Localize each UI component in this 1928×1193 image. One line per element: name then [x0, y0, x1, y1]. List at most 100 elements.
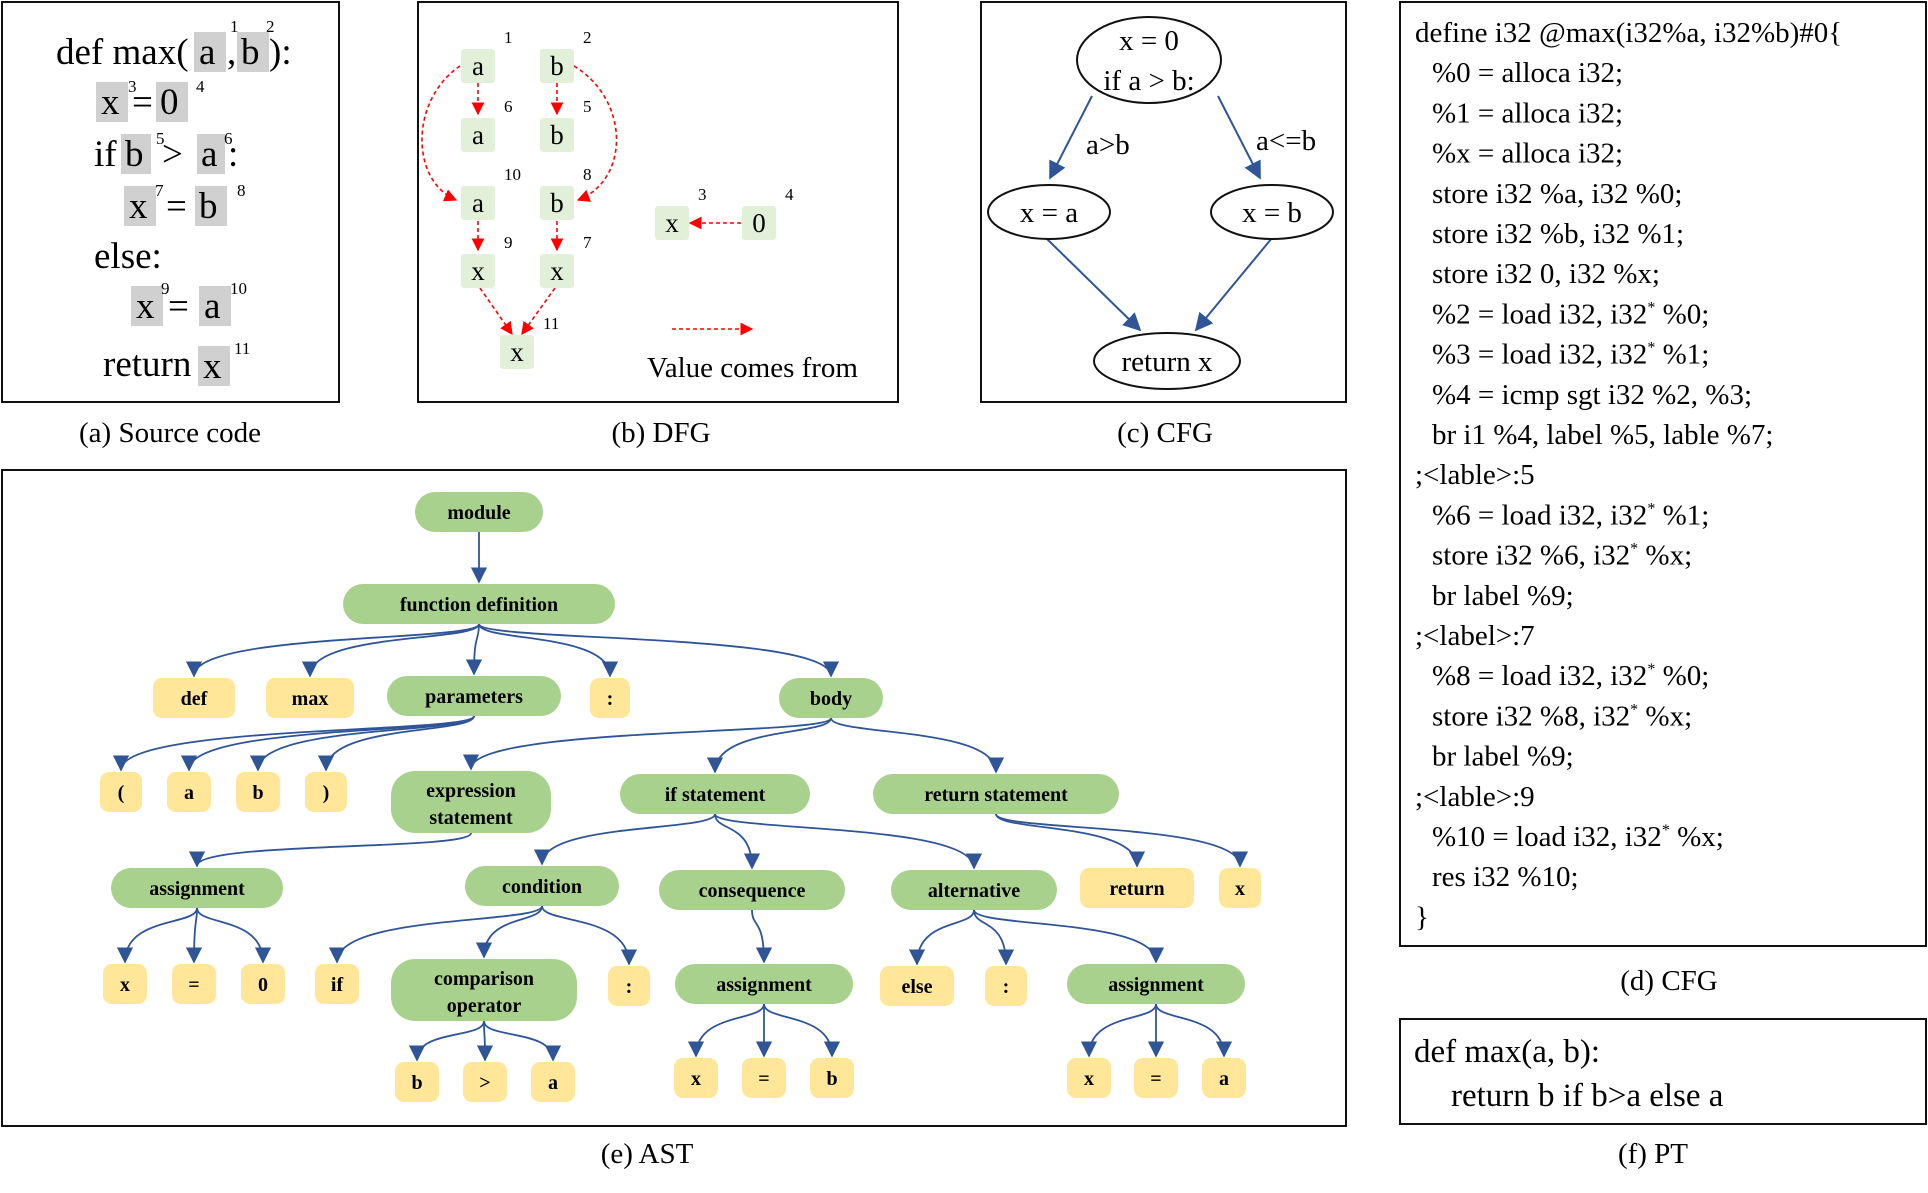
- ir-line-text: br label %9;: [1432, 580, 1574, 612]
- ast-node-label: function definition: [400, 594, 558, 616]
- ast-node-cgt: >: [463, 1062, 507, 1102]
- ast-node-shape: [985, 966, 1027, 1006]
- ast-node-x3: x: [1067, 1058, 1111, 1098]
- dfg-node-number: 5: [583, 97, 592, 116]
- code-close-paren: ):: [269, 32, 292, 73]
- ir-line-text: ;<lable>:9: [1415, 781, 1535, 813]
- code-num-5: 5: [156, 129, 165, 148]
- ast-node-label: comparison: [434, 968, 534, 990]
- dfg-node-label: x: [550, 256, 564, 286]
- code-num-7: 7: [155, 181, 164, 200]
- ir-line-rest: %0;: [1655, 660, 1709, 692]
- ast-node-label: :: [626, 976, 633, 998]
- ast-node-label: alternative: [928, 880, 1020, 902]
- ast-node-shape: [415, 492, 543, 532]
- dfg-node-label: x: [510, 337, 524, 367]
- ast-node-ca: a: [531, 1062, 575, 1102]
- ast-node-label: =: [758, 1068, 769, 1090]
- code-if-keyword: if: [94, 134, 117, 175]
- ast-node-ifstmt: if statement: [620, 774, 810, 814]
- ast-edges: [113, 531, 1249, 1062]
- ast-node-shape: [395, 1062, 439, 1102]
- ir-line-rest: %1;: [1655, 499, 1709, 531]
- ir-line: %x = alloca i32;: [1432, 138, 1623, 170]
- caption-e: (e) AST: [601, 1138, 694, 1170]
- ir-pointer-star: *: [1630, 541, 1638, 558]
- ir-line: res i32 %10;: [1432, 861, 1579, 893]
- caption-f: (f) PT: [1618, 1138, 1688, 1170]
- dfg-node-box: [461, 254, 495, 288]
- ast-node-shape: [315, 964, 359, 1004]
- dfg-edges: [421, 65, 754, 336]
- ast-node-shape: [1067, 964, 1245, 1004]
- cfg-edge-right-label: a<=b: [1256, 125, 1316, 157]
- ast-node-label: parameters: [425, 686, 523, 708]
- ir-line-text: ;<lable>:5: [1415, 459, 1535, 491]
- caption-a: (a) Source code: [79, 417, 261, 449]
- dfg-node-number: 2: [583, 28, 592, 47]
- code-num-3: 3: [128, 77, 137, 96]
- ast-node-cond: condition: [465, 866, 619, 906]
- ast-node-label: x: [691, 1068, 701, 1090]
- ir-line: %2 = load i32, i32* %0;: [1432, 298, 1709, 330]
- cfg-start-node: [1076, 16, 1222, 104]
- ast-node-alt: alternative: [891, 870, 1057, 910]
- ast-node-shape: [391, 771, 551, 833]
- ast-node-shape: [1134, 1058, 1178, 1098]
- code-x-else: x: [136, 286, 155, 327]
- ir-line: %3 = load i32, i32* %1;: [1432, 339, 1709, 371]
- ast-node-lp: (: [100, 772, 142, 812]
- ast-node-label: ): [323, 782, 330, 804]
- ast-edge-assign1-zero: [196, 907, 272, 964]
- ir-line-text: store i32 %b, i32 %1;: [1432, 218, 1684, 250]
- code-num-1: 1: [230, 17, 239, 36]
- code-def-keyword: def max(: [56, 32, 189, 73]
- cfg-edge-left-label: a>b: [1086, 129, 1130, 161]
- ir-line: define i32 @max(i32%a, i32%b)#0{: [1415, 17, 1842, 49]
- ast-node-shape: [172, 964, 216, 1004]
- ir-line-text: define i32 @max(i32%a, i32%b)#0{: [1415, 17, 1842, 49]
- caption-b: (b) DFG: [611, 417, 710, 449]
- ast-edge-funcdef-colon1: [478, 623, 619, 678]
- ir-line-rest: %0;: [1655, 298, 1709, 330]
- ir-code-lines: define i32 @max(i32%a, i32%b)#0{%0 = all…: [1415, 17, 1842, 933]
- ast-node-conseq: consequence: [659, 870, 845, 910]
- ast-node-shape: [111, 868, 283, 908]
- ast-edge-assign2-x2: [687, 1003, 765, 1058]
- dfg-node-box: [540, 254, 574, 288]
- ast-node-funcdef: function definition: [343, 584, 615, 624]
- ast-edge-exprstmt-assign1: [189, 832, 472, 868]
- ast-node-shape: [810, 1058, 854, 1098]
- ast-node-shape: [873, 774, 1119, 814]
- ast-node-label: module: [447, 502, 510, 524]
- ast-node-label: b: [411, 1072, 422, 1094]
- ir-line: }: [1415, 901, 1429, 933]
- dfg-node-label: a: [472, 51, 484, 81]
- dfg-node-n8: b8: [540, 165, 592, 220]
- ast-node-x1: x: [103, 964, 147, 1004]
- ast-node-label: consequence: [699, 880, 806, 902]
- ast-node-label: x: [1235, 878, 1245, 900]
- dfg-node-n3: x3: [655, 185, 707, 240]
- dfg-node-box: [540, 49, 574, 83]
- code-cond-b: b: [125, 134, 144, 175]
- ast-node-label: else: [901, 976, 932, 998]
- code-num-2: 2: [266, 17, 275, 36]
- dfg-node-number: 6: [504, 97, 513, 116]
- ast-edge-params-pb: [249, 715, 475, 772]
- dfg-node-box: [655, 206, 689, 240]
- ir-line: store i32 %8, i32* %x;: [1432, 700, 1692, 732]
- ast-node-ifkw: if: [315, 964, 359, 1004]
- ast-node-shape: [590, 678, 630, 718]
- code-return-keyword: return: [103, 344, 191, 385]
- ir-line: br i1 %4, label %5, lable %7;: [1432, 419, 1773, 451]
- ast-node-shape: [779, 678, 883, 718]
- dfg-node-label: a: [472, 120, 484, 150]
- ast-edge-alt-elsekw: [908, 909, 975, 966]
- ast-node-shape: [608, 966, 650, 1006]
- code-if-colon: :: [228, 134, 238, 175]
- ast-node-assign3: assignment: [1067, 964, 1245, 1004]
- dfg-node-number: 3: [698, 185, 707, 204]
- code-num-6: 6: [224, 129, 233, 148]
